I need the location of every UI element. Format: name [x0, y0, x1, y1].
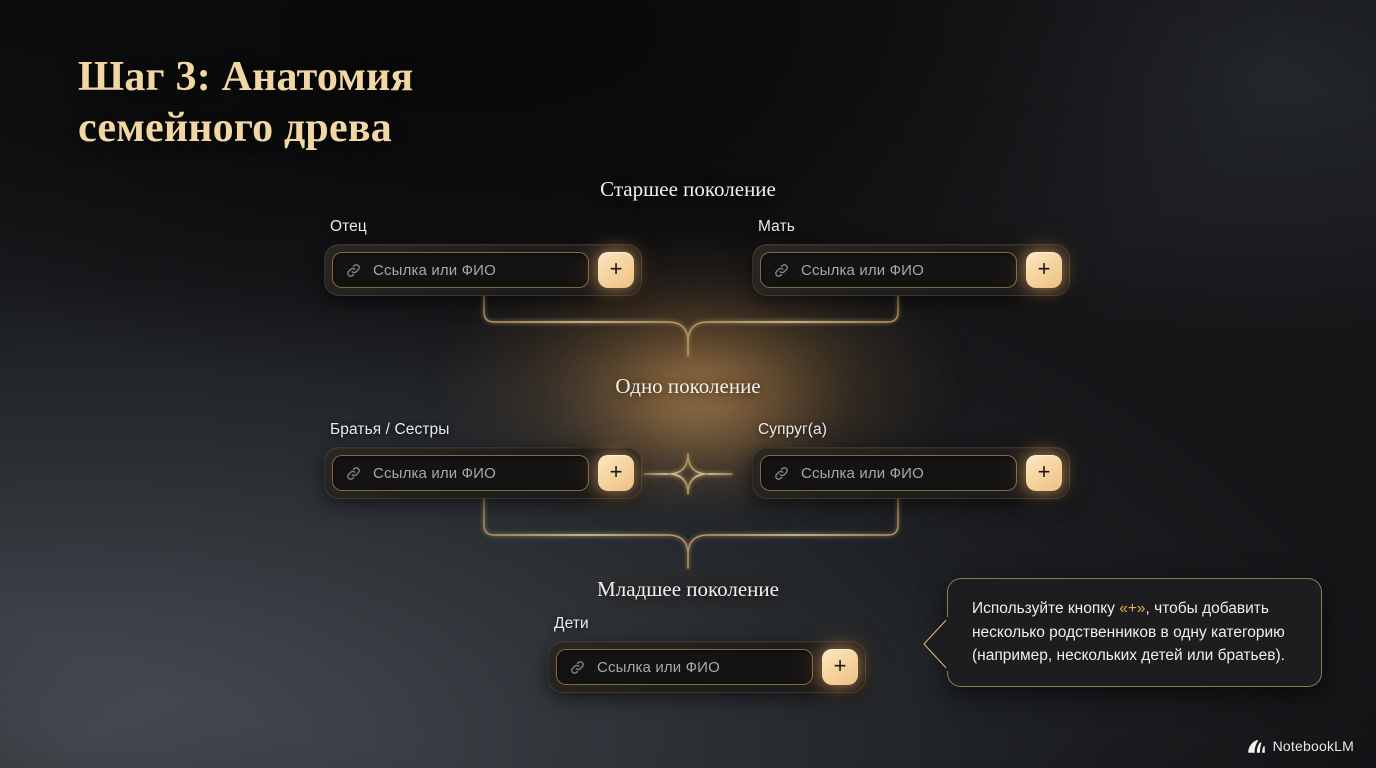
hint-text-after: , чтобы добавить несколько родственников… — [972, 600, 1285, 665]
field-group-children: Дети Ссылка или ФИО + — [548, 615, 866, 693]
input-siblings[interactable]: Ссылка или ФИО — [332, 455, 589, 491]
input-children[interactable]: Ссылка или ФИО — [556, 649, 813, 685]
generation-label-younger: Младшее поколение — [597, 577, 779, 601]
link-icon — [347, 466, 360, 480]
link-icon — [775, 466, 788, 480]
field-card-mother: Ссылка или ФИО + — [752, 244, 1070, 296]
field-group-mother: Мать Ссылка или ФИО + — [752, 218, 1070, 296]
hint-callout: Используйте кнопку «+», чтобы добавить н… — [923, 578, 1322, 687]
field-card-father: Ссылка или ФИО + — [324, 244, 642, 296]
notebooklm-logo-icon — [1247, 740, 1265, 753]
input-spouse[interactable]: Ссылка или ФИО — [760, 455, 1017, 491]
field-card-siblings: Ссылка или ФИО + — [324, 447, 642, 499]
add-button-father[interactable]: + — [598, 252, 634, 288]
input-mother[interactable]: Ссылка или ФИО — [760, 252, 1017, 288]
hint-text-before: Используйте кнопку — [972, 600, 1120, 617]
field-card-spouse: Ссылка или ФИО + — [752, 447, 1070, 499]
field-label-spouse: Супруг(а) — [758, 421, 828, 438]
field-label-father: Отец — [330, 218, 367, 235]
input-placeholder-siblings: Ссылка или ФИО — [373, 464, 496, 482]
field-label-children: Дети — [554, 615, 589, 632]
input-placeholder-children: Ссылка или ФИО — [597, 658, 720, 676]
link-icon — [571, 660, 584, 674]
add-button-mother[interactable]: + — [1026, 252, 1062, 288]
hint-text-highlight: «+» — [1119, 600, 1146, 617]
input-father[interactable]: Ссылка или ФИО — [332, 252, 589, 288]
generation-label-same: Одно поколение — [615, 374, 761, 398]
add-button-siblings[interactable]: + — [598, 455, 634, 491]
field-group-siblings: Братья / Сестры Ссылка или ФИО + — [324, 421, 642, 499]
link-icon — [347, 263, 360, 277]
field-label-mother: Мать — [758, 218, 795, 235]
field-group-father: Отец Ссылка или ФИО + — [324, 218, 642, 296]
link-icon — [775, 263, 788, 277]
generation-label-older: Старшее поколение — [600, 177, 776, 201]
brand-name: NotebookLM — [1272, 738, 1354, 754]
input-placeholder-spouse: Ссылка или ФИО — [801, 464, 924, 482]
field-label-siblings: Братья / Сестры — [330, 421, 450, 438]
field-card-children: Ссылка или ФИО + — [548, 641, 866, 693]
add-button-spouse[interactable]: + — [1026, 455, 1062, 491]
add-button-children[interactable]: + — [822, 649, 858, 685]
input-placeholder-mother: Ссылка или ФИО — [801, 261, 924, 279]
field-group-spouse: Супруг(а) Ссылка или ФИО + — [752, 421, 1070, 499]
brand-notebooklm: NotebookLM — [1247, 738, 1354, 754]
input-placeholder-father: Ссылка или ФИО — [373, 261, 496, 279]
page-title: Шаг 3: Анатомия семейного древа — [78, 54, 414, 152]
